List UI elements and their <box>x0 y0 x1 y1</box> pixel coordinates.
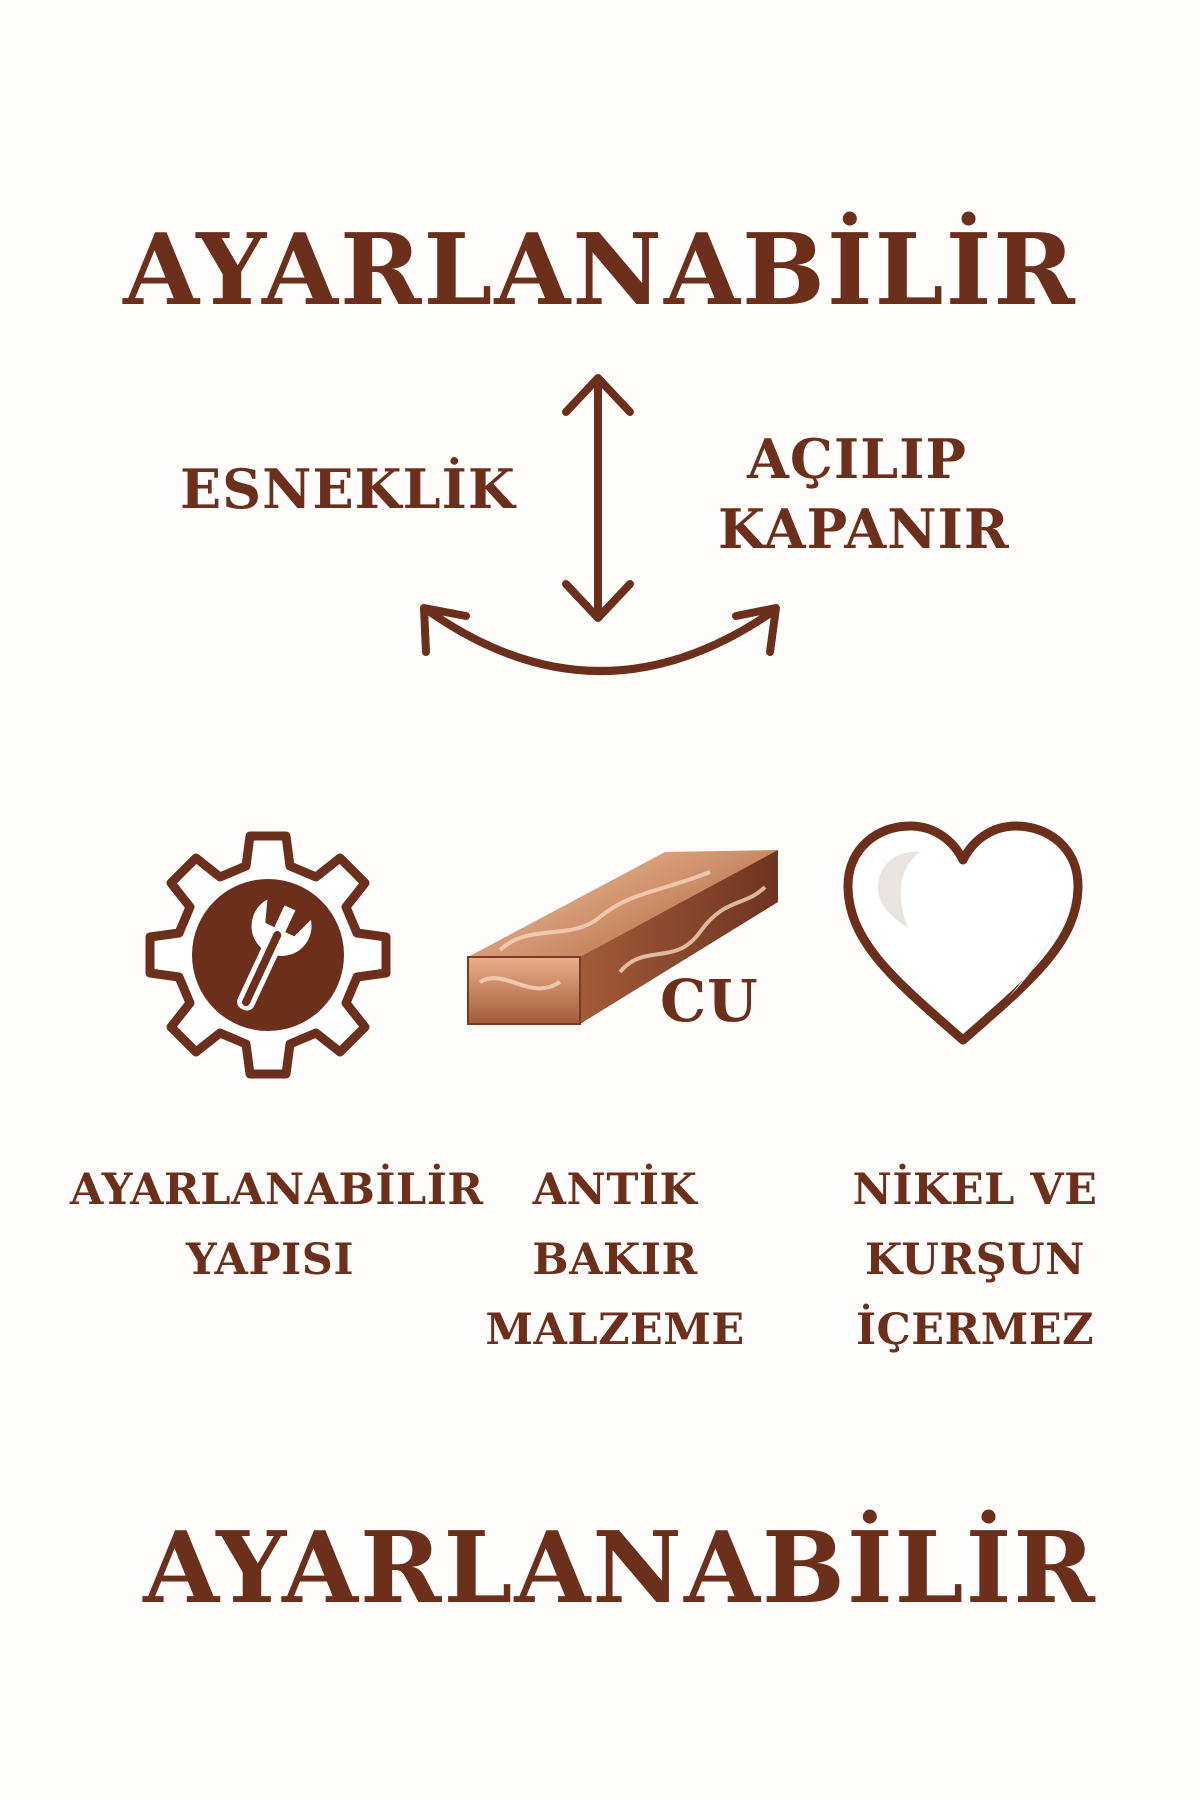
page-title: AYARLANABİLİR <box>123 213 1077 328</box>
open-close-label-line1: AÇILIP <box>747 427 967 491</box>
footer-title: AYARLANABİLİR <box>143 1511 1097 1626</box>
open-close-label-line2: KAPANIR <box>718 497 1010 561</box>
feature-nickel-free-label: NİKEL VE KURŞUN İÇERMEZ <box>852 1165 1098 1355</box>
copper-symbol-badge: CU <box>660 967 759 1035</box>
gear-wrench-icon <box>145 831 391 1079</box>
flexibility-label: ESNEKLİK <box>180 457 516 521</box>
heart-icon <box>843 821 1083 1045</box>
feature-copper-label: ANTİK BAKIR MALZEME <box>485 1165 745 1355</box>
copper-bar-icon <box>467 850 778 1025</box>
feature-adjustable-label: AYARLANABİLİR YAPISI <box>70 1165 484 1285</box>
